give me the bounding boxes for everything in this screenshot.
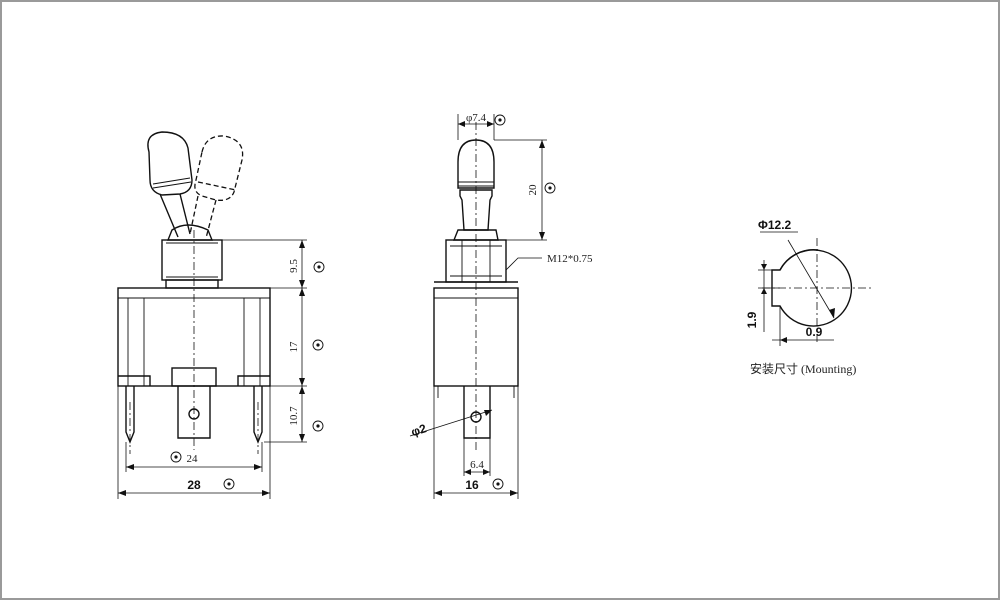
dim-mount-key: 0.9	[806, 325, 823, 339]
dim-side-lever-length: 20	[527, 184, 539, 196]
dim-side-hole-diameter: φ2	[409, 421, 428, 439]
dim-front-overall-width: 28	[187, 478, 201, 492]
dim-side-thread: M12*0.75	[547, 253, 593, 265]
side-view: φ7.4 20 M12*0.75 φ2 6.4 16	[409, 112, 593, 499]
dim-side-lever-diameter: φ7.4	[466, 112, 487, 124]
front-lever-solid	[147, 131, 193, 238]
quality-mark	[544, 182, 556, 194]
mounting-caption: 安装尺寸 (Mounting)	[750, 361, 856, 376]
quality-mark	[313, 261, 325, 273]
front-bushing	[161, 239, 223, 281]
quality-mark	[492, 478, 504, 490]
mounting-view: Φ12.2 1.9 0.9 安装尺寸 (Mounting)	[745, 218, 872, 376]
front-view: 9.5 17 10.7 24 28	[117, 131, 325, 499]
quality-mark	[312, 420, 324, 432]
side-lever-tip	[457, 139, 495, 189]
dim-mount-diameter: Φ12.2	[758, 218, 792, 232]
dim-front-terminal-height: 10.7	[288, 406, 300, 426]
dim-front-body-height: 17	[288, 341, 300, 353]
front-lever-pivot	[166, 224, 214, 241]
dim-mount-flat: 1.9	[745, 311, 759, 328]
quality-mark	[312, 339, 324, 351]
dim-side-terminal-width: 6.4	[470, 459, 484, 471]
quality-mark	[223, 478, 235, 490]
front-lever-dashed	[189, 135, 244, 239]
dim-front-bushing-height: 9.5	[288, 259, 300, 273]
quality-mark	[170, 451, 182, 463]
dim-side-overall-width: 16	[465, 478, 479, 492]
quality-mark	[494, 114, 506, 126]
dim-front-pin-spacing: 24	[187, 453, 199, 465]
